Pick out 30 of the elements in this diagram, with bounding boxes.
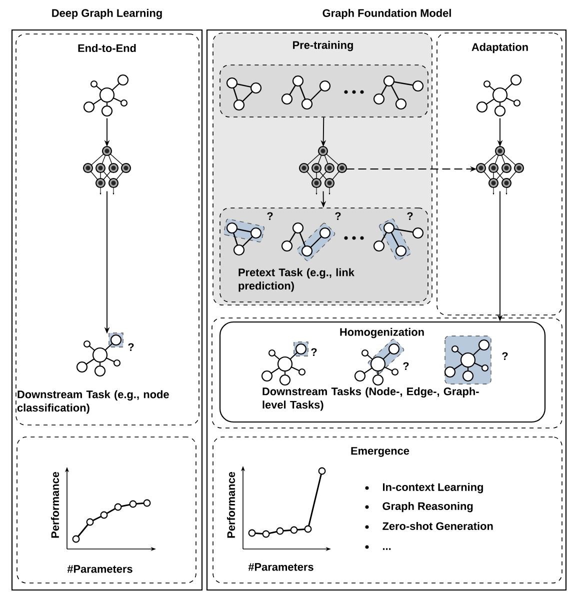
axis-label: #Parameters (67, 565, 132, 573)
caption-text: Downstream Tasks (Node-, Edge-, Graph-level Tasks) (262, 387, 479, 411)
panel-title: Graph Foundation Model (322, 8, 451, 20)
question-mark: ? (311, 348, 317, 356)
box-title: End-to-End (78, 44, 136, 52)
box-title: Adaptation (472, 42, 528, 54)
network-drawing (298, 146, 348, 195)
list-item: ... (383, 548, 391, 550)
list-item: In-context Learning (383, 482, 483, 494)
question-mark: ? (502, 352, 508, 360)
caption-text: Downstream Task (e.g., node classification) (17, 390, 169, 414)
network-drawing (476, 146, 524, 195)
axis-label: Performance (226, 472, 235, 538)
question-mark: ? (267, 212, 273, 220)
graph-drawing (476, 74, 522, 117)
axis-label: Performance (50, 472, 59, 538)
list-item: Zero-shot Generation (382, 522, 493, 530)
question-mark: ? (403, 362, 409, 370)
graph-drawing (83, 74, 129, 117)
question-mark: ? (407, 212, 413, 220)
panel-title: Deep Graph Learning (52, 8, 162, 20)
box-title: Emergence (351, 447, 410, 457)
question-mark: ? (335, 212, 341, 220)
box-title: Homogenization (340, 328, 424, 338)
question-mark: ? (128, 343, 134, 351)
list-item: Graph Reasoning (382, 502, 473, 512)
network-drawing (82, 146, 132, 195)
box-title: Pre-training (293, 40, 353, 52)
caption-text: Pretext Task (e.g., link prediction) (238, 268, 354, 292)
axis-label: #Parameters (248, 563, 314, 571)
